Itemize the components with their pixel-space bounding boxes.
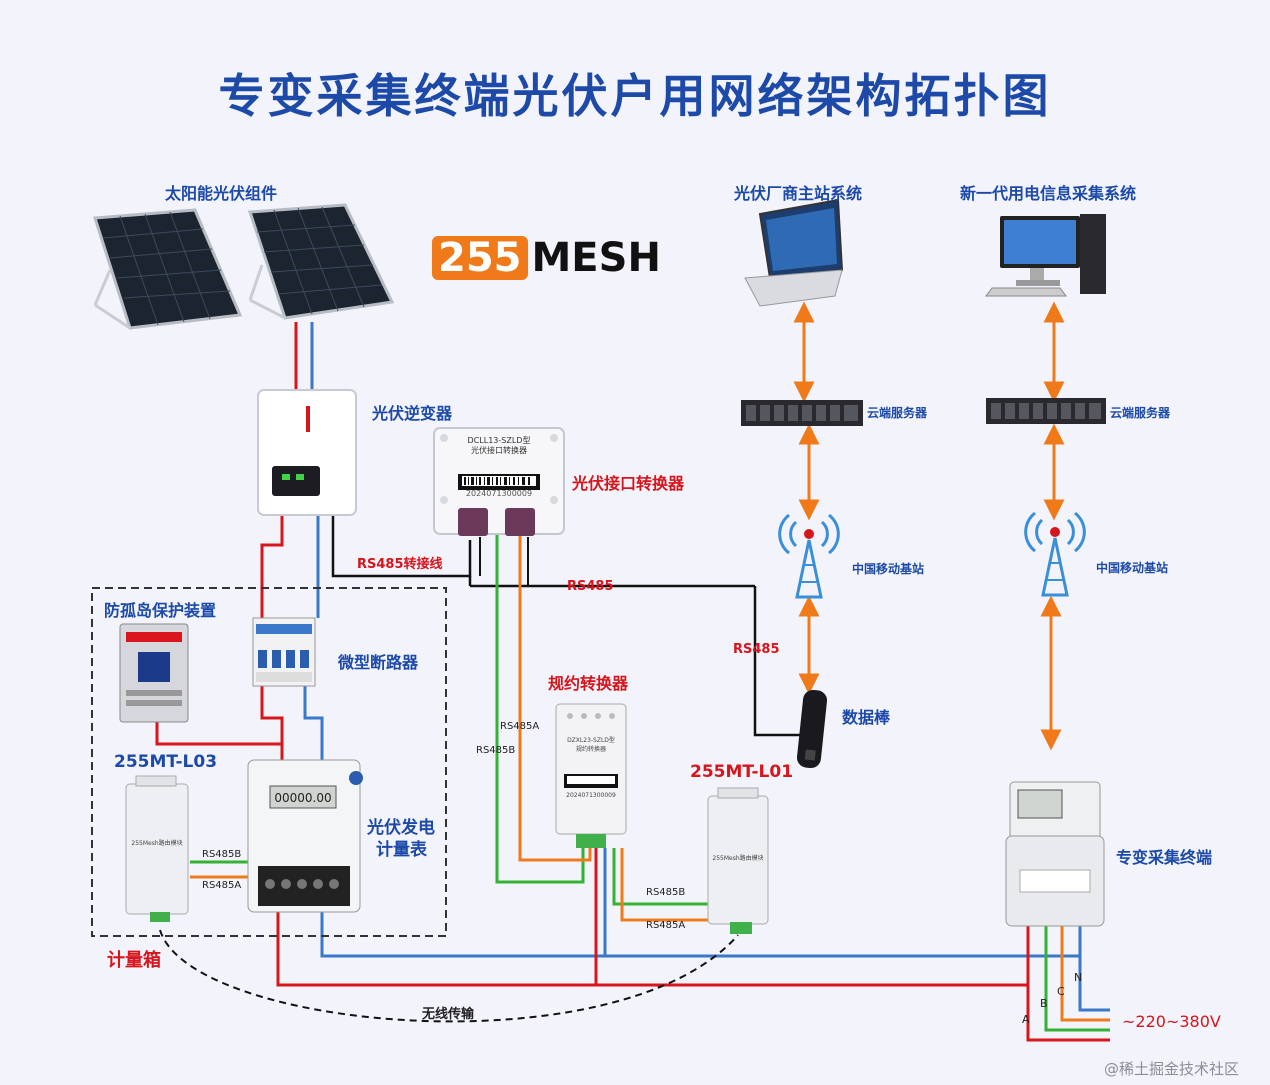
pv-meter-label-line1: 光伏发电 xyxy=(367,818,435,838)
desktop-icon xyxy=(985,214,1106,297)
inverter-label: 光伏逆变器 xyxy=(372,404,453,423)
data-stick-label: 数据棒 xyxy=(842,708,891,727)
breaker-icon xyxy=(252,617,316,687)
brand-name: MESH xyxy=(531,235,661,281)
protocol-model: DZXL23-SZLD型 xyxy=(567,736,615,744)
rs485b-label-2: RS485B xyxy=(202,849,242,860)
converter-serial: 2024071300009 xyxy=(466,489,532,498)
mt-l01-device-text: 255Mesh路由模块 xyxy=(712,854,763,862)
cloud-server-label-1: 云端服务器 xyxy=(867,406,928,420)
phase-b-label: B xyxy=(1040,997,1048,1010)
protocol-converter-icon xyxy=(555,703,627,848)
pv-meter-label-line2: 计量表 xyxy=(376,840,427,860)
rs485-label-1: RS485 xyxy=(567,579,614,594)
watermark: @稀土掘金技术社区 xyxy=(1104,1060,1240,1078)
rs485a-label-2: RS485A xyxy=(202,880,242,891)
rs485-label-2: RS485 xyxy=(733,642,780,657)
protocol-serial: 2024071300009 xyxy=(566,792,616,799)
rs485-adapter-label: RS485转接线 xyxy=(357,557,443,572)
base-station-label-1: 中国移动基站 xyxy=(852,562,925,576)
solar-modules-label: 太阳能光伏组件 xyxy=(165,184,278,203)
page-title: 专变采集终端光伏户用网络架构拓扑图 xyxy=(218,69,1052,123)
solar-panel-icon xyxy=(247,203,395,320)
rs485a-label-3: RS485A xyxy=(646,920,686,931)
terminal-icon xyxy=(1005,781,1105,927)
pv-master-system-label: 光伏厂商主站系统 xyxy=(734,184,863,203)
protocol-converter-label: 规约转换器 xyxy=(548,674,629,693)
phase-c-label: C xyxy=(1057,985,1065,998)
pv-interface-converter-label: 光伏接口转换器 xyxy=(572,474,685,493)
rs485b-label-1: RS485B xyxy=(476,745,516,756)
mt-l03-device-text: 255Mesh路由模块 xyxy=(131,839,182,847)
solar-panel-icon xyxy=(92,208,243,330)
breaker-label: 微型断路器 xyxy=(338,653,419,672)
module-icon xyxy=(707,787,769,934)
anti-islanding-label: 防孤岛保护装置 xyxy=(104,601,217,620)
base-station-label-2: 中国移动基站 xyxy=(1096,561,1169,575)
server-icon xyxy=(741,400,863,426)
meter-icon xyxy=(247,759,363,913)
cloud-server-label-2: 云端服务器 xyxy=(1110,406,1171,420)
anti-islanding-device-icon xyxy=(119,623,189,723)
wireless-label: 无线传输 xyxy=(422,1007,475,1022)
mt-l01-label: 255MT-L01 xyxy=(690,762,794,782)
laptop-icon xyxy=(744,198,844,307)
brand-number: 255 xyxy=(432,236,528,280)
terminal-label: 专变采集终端 xyxy=(1116,848,1213,867)
brand-logo: 255 MESH xyxy=(432,236,661,280)
server-icon xyxy=(986,398,1106,424)
phase-a-label: A xyxy=(1022,1013,1030,1026)
wireless-link xyxy=(159,929,739,1023)
tower-icon xyxy=(1024,511,1086,597)
protocol-name: 规约转换器 xyxy=(576,745,606,753)
phase-n-label: N xyxy=(1074,971,1083,984)
voltage-label: ~220~380V xyxy=(1122,1012,1221,1031)
new-gen-system-label: 新一代用电信息采集系统 xyxy=(960,184,1137,203)
meter-display: 00000.00 xyxy=(274,791,331,805)
data-stick-icon xyxy=(796,689,828,769)
inverter-icon xyxy=(257,389,357,516)
tower-icon xyxy=(778,513,840,599)
mt-l03-label: 255MT-L03 xyxy=(114,752,218,772)
converter-model: DCLL13-SZLD型 xyxy=(468,436,531,445)
rs485b-label-3: RS485B xyxy=(646,887,686,898)
converter-name: 光伏接口转换器 xyxy=(471,445,527,455)
converter-icon xyxy=(433,427,565,536)
rs485a-label-1: RS485A xyxy=(500,721,540,732)
module-icon xyxy=(125,775,189,922)
meter-box-label: 计量箱 xyxy=(107,950,161,971)
meter-box-outline xyxy=(91,587,447,937)
